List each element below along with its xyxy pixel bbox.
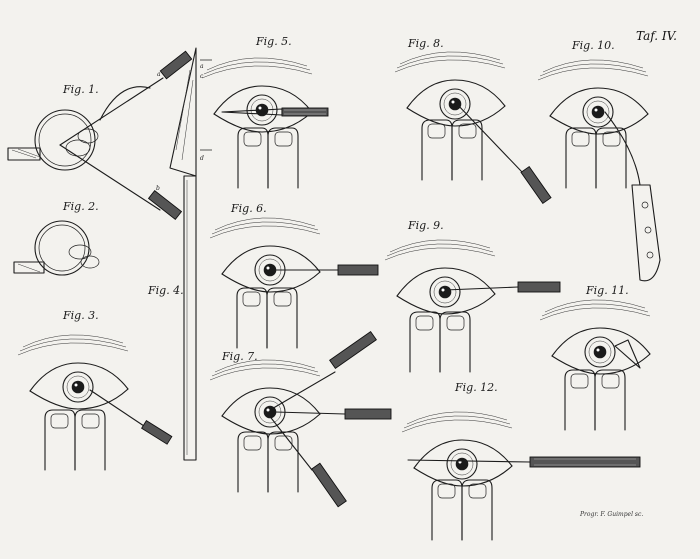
fig7-drawing (209, 330, 392, 508)
letter-b-fig1: b (156, 185, 160, 192)
fig11-drawing (539, 299, 651, 431)
figure-label-7: Fig. 7. (222, 350, 258, 363)
fig8-drawing (394, 51, 552, 205)
engraver-credit: Progr. F. Guimpel sc. (580, 511, 644, 518)
fig9-drawing (384, 239, 561, 373)
figure-label-5: Fig. 5. (256, 35, 292, 48)
figure-label-6: Fig. 6. (231, 202, 267, 215)
figure-label-12: Fig. 12. (455, 381, 498, 394)
figure-label-11: Fig. 11. (586, 284, 629, 297)
figure-label-8: Fig. 8. (408, 37, 444, 50)
figure-label-2: Fig. 2. (63, 200, 99, 213)
fig6-drawing (209, 217, 379, 349)
figure-label-4: Fig. 4. (148, 284, 184, 297)
figure-label-9: Fig. 9. (408, 219, 444, 232)
figure-label-10: Fig. 10. (572, 39, 615, 52)
fig2-drawing (13, 220, 100, 276)
plate-title: Taf. IV. (636, 29, 677, 43)
fig4-drawing (169, 47, 212, 461)
letter-a-fig1: a (157, 71, 161, 78)
fig5-drawing (201, 57, 329, 189)
figure-label-3: Fig. 3. (63, 309, 99, 322)
letter-d-fig4: d (200, 155, 204, 162)
figure-label-1: Fig. 1. (63, 83, 99, 96)
fig12-drawing (401, 411, 641, 541)
fig1-drawing (7, 50, 193, 221)
letter-c-fig4: c (200, 73, 204, 80)
fig3-drawing (17, 334, 173, 471)
letter-a-fig4: a (200, 63, 204, 70)
fig10-drawing (537, 59, 661, 282)
